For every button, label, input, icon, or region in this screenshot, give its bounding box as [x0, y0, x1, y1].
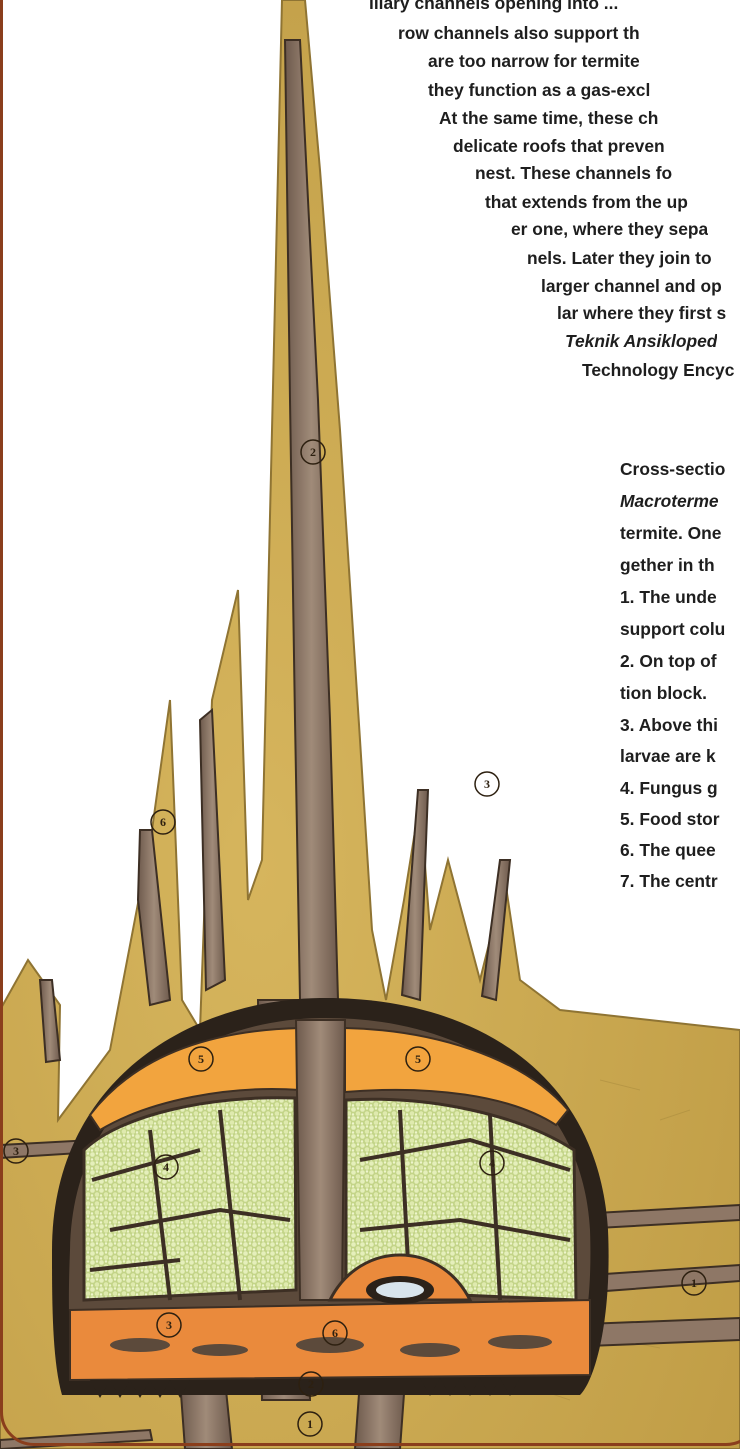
- svg-text:3: 3: [13, 1144, 19, 1158]
- caption-line-5: 1. The unde: [620, 584, 717, 610]
- caption-line-12: 5. Food stor: [620, 806, 720, 832]
- caption-line-14: 7. The centr: [620, 868, 718, 894]
- svg-text:3: 3: [166, 1318, 172, 1332]
- svg-text:6: 6: [332, 1326, 338, 1340]
- caption-line-3: termite. One: [620, 520, 721, 546]
- svg-text:1: 1: [691, 1276, 697, 1290]
- paragraph-line-2: row channels also support th: [398, 19, 640, 47]
- paragraph-line-1: illary channels opening into ...: [369, 0, 618, 17]
- paragraph-line-4: they function as a gas-excl: [428, 76, 650, 104]
- caption-line-8: tion block.: [620, 680, 707, 706]
- paragraph-line-6: delicate roofs that preven: [453, 132, 665, 160]
- svg-text:5: 5: [198, 1052, 204, 1066]
- paragraph-line-14: Technology Encyc: [582, 356, 734, 384]
- nest-central-column: [296, 1020, 345, 1300]
- svg-text:4: 4: [489, 1156, 495, 1170]
- paragraph-line-9: er one, where they sepa: [511, 215, 708, 243]
- caption-line-10: larvae are k: [620, 743, 716, 769]
- caption-line-7: 2. On top of: [620, 648, 717, 674]
- caption-line-4: gether in th: [620, 552, 715, 578]
- svg-text:5: 5: [415, 1052, 421, 1066]
- caption-line-1: Cross-sectio: [620, 456, 725, 482]
- svg-text:1: 1: [307, 1417, 313, 1431]
- svg-text:2: 2: [310, 445, 316, 459]
- paragraph-line-11: larger channel and op: [541, 272, 722, 300]
- paragraph-line-10: nels. Later they join to: [527, 244, 712, 272]
- svg-text:4: 4: [163, 1160, 169, 1174]
- paragraph-line-12: lar where they first s: [557, 299, 726, 327]
- svg-text:3: 3: [484, 777, 490, 791]
- svg-text:2: 2: [308, 1377, 314, 1391]
- svg-text:6: 6: [160, 815, 166, 829]
- paragraph-line-8: that extends from the up: [485, 188, 688, 216]
- caption-line-9: 3. Above thi: [620, 712, 718, 738]
- paragraph-line-3: are too narrow for termite: [428, 47, 640, 75]
- caption-line-13: 6. The quee: [620, 837, 716, 863]
- caption-line-6: support colu: [620, 616, 725, 642]
- paragraph-line-5: At the same time, these ch: [439, 104, 658, 132]
- paragraph-line-7: nest. These channels fo: [475, 159, 672, 187]
- caption-line-2: Macroterme: [620, 488, 719, 514]
- caption-line-11: 4. Fungus g: [620, 775, 718, 801]
- queen: [376, 1282, 424, 1298]
- label-tower-right: 3: [475, 772, 499, 796]
- paragraph-line-13: Teknik Ansikloped: [565, 327, 717, 355]
